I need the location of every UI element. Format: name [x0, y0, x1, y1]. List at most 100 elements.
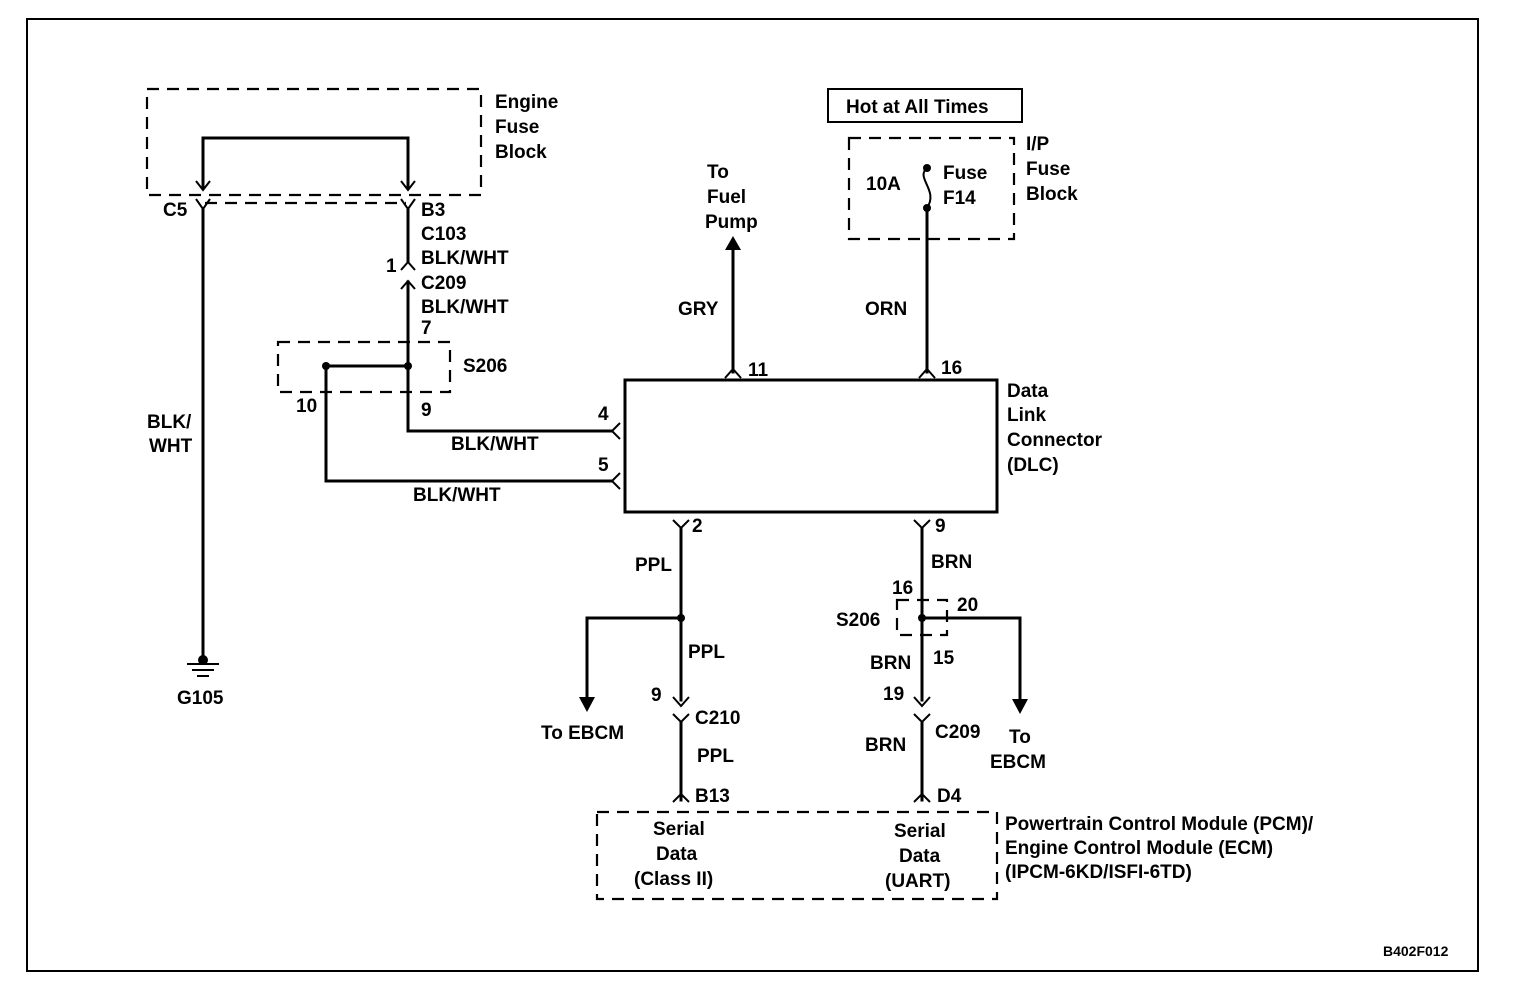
- c209-bottom-label: C209: [935, 722, 980, 743]
- pin-9-c210-label: 9: [651, 685, 662, 706]
- to-fuel-pump-2: Fuel: [707, 187, 746, 208]
- pin-1-label: 1: [386, 256, 397, 277]
- d4-connector: [913, 792, 931, 803]
- s206-bottom-label: S206: [836, 610, 880, 631]
- pin-4-label: 4: [598, 404, 609, 425]
- engine-fuse-block-label-2: Fuse: [495, 117, 539, 138]
- pin-11-label: 11: [748, 360, 769, 381]
- dlc-label-3: Connector: [1007, 430, 1103, 451]
- dlc-box: [623, 378, 999, 514]
- c210-arrow: [672, 696, 690, 708]
- serial-class2-1: Serial: [653, 819, 705, 840]
- hot-at-all-times-label: Hot at All Times: [846, 97, 989, 118]
- pin-16-label: 16: [941, 358, 962, 379]
- blk-wht-2: BLK/WHT: [421, 297, 509, 318]
- orn-label: ORN: [865, 299, 907, 320]
- to-ebcm-right-1: To: [1009, 727, 1031, 748]
- serial-uart-1: Serial: [894, 821, 946, 842]
- to-ebcm-right-wire: [920, 616, 1022, 704]
- c5-arrow: [195, 180, 211, 192]
- pin-16-connector: [918, 367, 936, 379]
- to-ebcm-right-2: EBCM: [990, 752, 1046, 773]
- pin-5-connector: [610, 472, 621, 490]
- fuse-rating-label: 10A: [866, 174, 901, 195]
- to-ebcm-left-wire: [585, 616, 683, 702]
- fuel-pump-arrow: [725, 236, 741, 250]
- brn-3-label: BRN: [865, 735, 906, 756]
- ppl-2-label: PPL: [688, 642, 725, 663]
- fuse-name-2: F14: [943, 188, 976, 209]
- ip-fuse-block-box: [847, 136, 1016, 241]
- c209-connector-top: [400, 260, 416, 271]
- b13-connector: [672, 792, 690, 803]
- pin-10-label: 10: [296, 396, 317, 417]
- blk-wht-1: BLK/WHT: [421, 248, 509, 269]
- serial-class2-3: (Class II): [634, 869, 713, 890]
- b3-arrow: [400, 180, 416, 192]
- c103-label: C103: [421, 224, 466, 245]
- engine-fuse-block-box: [145, 87, 483, 197]
- pcm-label-3: (IPCM-6KD/ISFI-6TD): [1005, 862, 1192, 883]
- brn-2-label: BRN: [870, 653, 911, 674]
- dlc-label-1: Data: [1007, 381, 1049, 402]
- c209-s206-wire: [406, 280, 614, 433]
- dlc-label-4: (DLC): [1007, 455, 1059, 476]
- ppl-3-label: PPL: [697, 746, 734, 767]
- c209-top-label: C209: [421, 273, 466, 294]
- fuse-name-1: Fuse: [943, 163, 987, 184]
- c5-label: C5: [163, 200, 188, 221]
- ip-fuse-block-label-3: Block: [1026, 184, 1078, 205]
- blk-wht-left-1: BLK/: [147, 412, 192, 433]
- ip-fuse-block-label-2: Fuse: [1026, 159, 1070, 180]
- blk-wht-left-2: WHT: [149, 436, 193, 457]
- d4-label: D4: [937, 786, 962, 807]
- pin-4-connector: [610, 422, 621, 440]
- s206-top-box: [276, 340, 452, 394]
- pin-9-splice-label: 9: [421, 400, 432, 421]
- to-ebcm-right-arrow: [1012, 699, 1028, 714]
- splice-node-right: [404, 362, 412, 370]
- pin-9-dlc-label: 9: [935, 516, 946, 537]
- b3-label: B3: [421, 200, 445, 221]
- dlc-label-2: Link: [1007, 405, 1046, 426]
- pin-19-label: 19: [883, 684, 904, 705]
- hot-at-all-times-box: [827, 88, 1023, 123]
- pin-7-label: 7: [421, 318, 432, 339]
- pcm-box: [595, 810, 999, 901]
- pcm-label-1: Powertrain Control Module (PCM)/: [1005, 814, 1314, 835]
- blk-wht-pin4: BLK/WHT: [451, 434, 539, 455]
- pin-15-label: 15: [933, 648, 955, 669]
- blk-wht-pin5: BLK/WHT: [413, 485, 501, 506]
- b13-label: B13: [695, 786, 730, 807]
- pin-20-label: 20: [957, 595, 978, 616]
- fuse-symbol-icon: [922, 167, 932, 209]
- to-ebcm-left-arrow: [579, 697, 595, 712]
- gry-label: GRY: [678, 299, 719, 320]
- brn-1-label: BRN: [931, 552, 972, 573]
- figure-code: B402F012: [1383, 943, 1449, 959]
- pin-2-label: 2: [692, 516, 703, 537]
- ground-node: [198, 655, 208, 665]
- ppl-1-label: PPL: [635, 555, 672, 576]
- to-fuel-pump-3: Pump: [705, 212, 758, 233]
- pin-16-s206-label: 16: [892, 578, 913, 599]
- g105-label: G105: [177, 688, 224, 709]
- serial-uart-2: Data: [899, 846, 941, 867]
- to-fuel-pump-1: To: [707, 162, 729, 183]
- pcm-label-2: Engine Control Module (ECM): [1005, 838, 1273, 859]
- pin5-wire: [324, 364, 614, 483]
- engine-fuse-block-label-1: Engine: [495, 92, 558, 113]
- pin-5-label: 5: [598, 455, 609, 476]
- engine-fuse-block-label-3: Block: [495, 142, 547, 163]
- c209-bottom-arrow: [913, 696, 931, 708]
- ip-fuse-block-label-1: I/P: [1026, 134, 1050, 155]
- serial-uart-3: (UART): [885, 871, 950, 892]
- pin-11-connector: [724, 367, 742, 379]
- diagram-frame: [26, 18, 1479, 972]
- serial-class2-2: Data: [656, 844, 698, 865]
- s206-top-label: S206: [463, 356, 507, 377]
- to-ebcm-left-label: To EBCM: [541, 723, 624, 744]
- fuse-block-internal-bus: [201, 136, 410, 189]
- ground-symbol: [187, 663, 219, 677]
